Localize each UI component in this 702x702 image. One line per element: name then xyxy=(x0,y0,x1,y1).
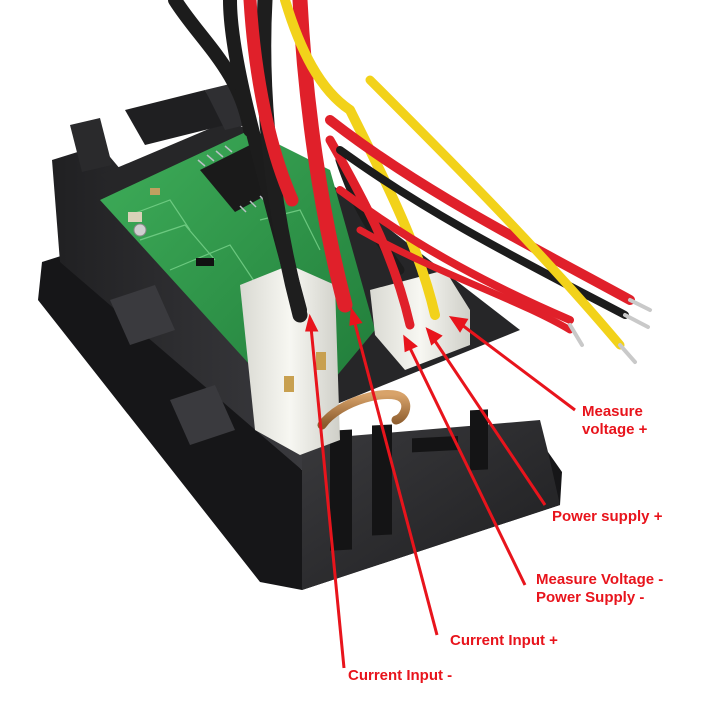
wire-bundle xyxy=(168,0,635,350)
label-line: Measure xyxy=(582,403,643,420)
label-line: Measure Voltage - xyxy=(536,571,664,588)
arrow-head-icon xyxy=(448,316,469,333)
arrow-head-icon xyxy=(403,334,418,353)
label-current-input-minus: Current Input - xyxy=(348,667,453,684)
label-measure-voltage-minus: Measure Voltage - Power Supply - xyxy=(536,571,663,607)
shunt-resistor xyxy=(317,390,411,430)
label-measure-voltage-plus: Measure voltage + xyxy=(582,403,647,439)
label-current-input-plus: Current Input + xyxy=(450,632,558,649)
annotation-arrows xyxy=(305,306,576,669)
stripped-wire-ends xyxy=(568,298,652,364)
label-line: Power Supply - xyxy=(536,589,645,606)
arrow-head-icon xyxy=(425,327,443,346)
connector-block xyxy=(240,265,470,455)
label-power-supply-plus: Power supply + xyxy=(552,508,663,525)
arrow-head-icon xyxy=(349,306,363,326)
label-line: voltage + xyxy=(582,421,648,438)
arrow-head-icon xyxy=(305,313,319,332)
